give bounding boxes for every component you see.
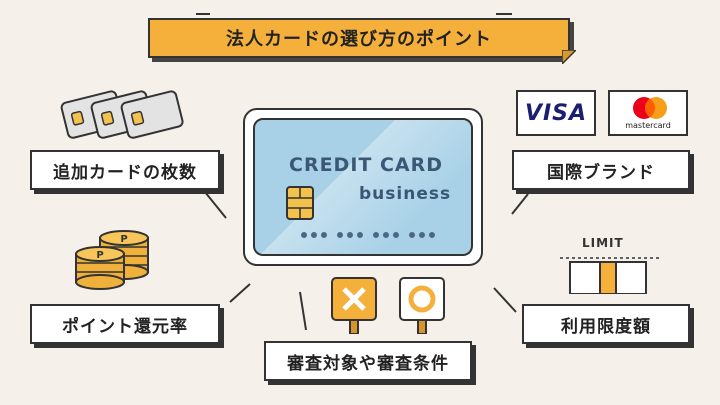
coins-icon: P P <box>75 230 149 290</box>
card-number-dashes <box>301 232 435 238</box>
visa-logo: VISA <box>516 90 596 136</box>
coin-letter: P <box>120 234 127 245</box>
label-point-rate: ポイント還元率 <box>30 304 220 344</box>
mastercard-logo: mastercard <box>608 90 688 136</box>
label-brand: 国際ブランド <box>512 150 690 190</box>
card-chip-icon <box>286 186 314 220</box>
card-title: CREDIT CARD <box>289 154 444 176</box>
page-title: 法人カードの選び方のポイント <box>148 18 570 58</box>
label-limit: 利用限度額 <box>522 304 690 344</box>
mastercard-circles-icon <box>633 97 667 119</box>
card-stack-icon <box>60 90 184 139</box>
card-subtitle: business <box>359 184 452 204</box>
page-fold-icon <box>562 50 576 64</box>
label-additional-cards: 追加カードの枚数 <box>30 150 220 190</box>
coin-letter: P <box>96 250 103 261</box>
title-banner: 法人カードの選び方のポイント <box>148 18 576 64</box>
review-signs-icon <box>331 277 445 334</box>
label-review: 審査対象や審査条件 <box>264 341 472 381</box>
credit-card-illustration: CREDIT CARD business <box>243 108 483 266</box>
title-decor-icon <box>196 13 512 15</box>
limit-text: LIMIT <box>582 236 624 250</box>
limit-gauge-icon: LIMIT <box>560 236 660 294</box>
